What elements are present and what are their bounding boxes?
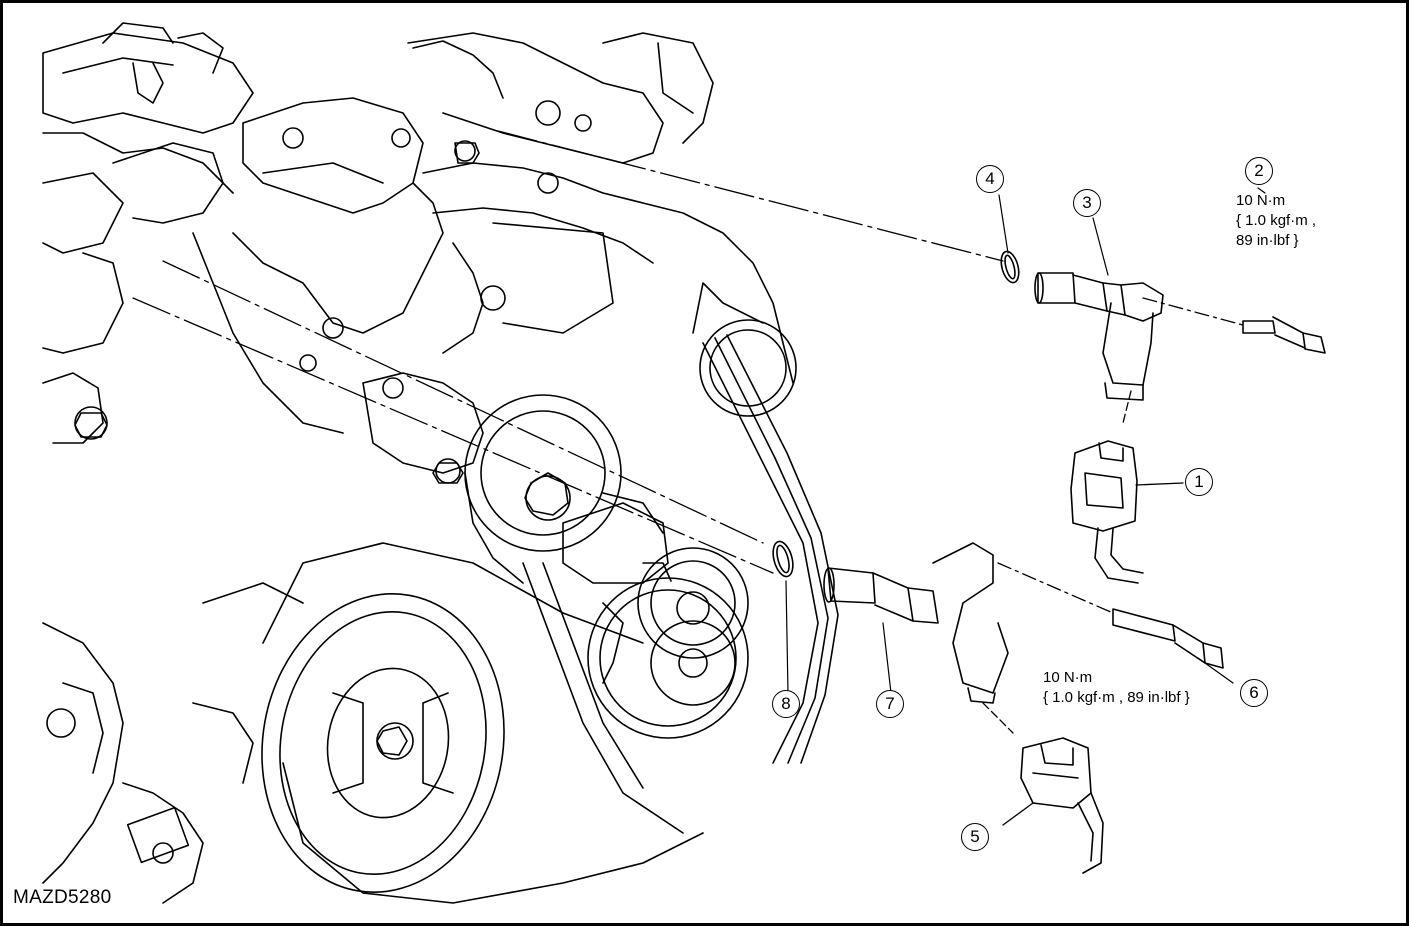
figure-id: MAZD5280 xyxy=(13,887,112,908)
callout-5: 5 xyxy=(961,823,989,851)
callout-8: 8 xyxy=(772,690,800,718)
callout-7: 7 xyxy=(876,690,904,718)
camshaft-sensor-assembly xyxy=(497,130,1326,584)
callout-6: 6 xyxy=(1240,679,1268,707)
callout-3: 3 xyxy=(1073,189,1101,217)
torque-lower-line1: 10 N·m xyxy=(1043,669,1093,686)
torque-spec-upper: 10 N·m { 1.0 kgf·m , 89 in·lbf } xyxy=(1236,191,1316,251)
callout-leaders xyxy=(785,187,1266,694)
torque-upper-line1: 10 N·m xyxy=(1236,192,1286,209)
torque-upper-line3: 89 in·lbf } xyxy=(1236,232,1299,249)
callout-4: 4 xyxy=(976,165,1004,193)
callout-1: 1 xyxy=(1185,468,1213,496)
torque-lower-line2: { 1.0 kgf·m , 89 in·lbf } xyxy=(1043,689,1190,706)
torque-spec-lower: 10 N·m { 1.0 kgf·m , 89 in·lbf } xyxy=(1043,668,1190,708)
crankshaft-sensor-assembly xyxy=(132,260,1224,874)
engine-block-drawing xyxy=(42,22,839,904)
callout-2: 2 xyxy=(1245,157,1273,185)
engine-exploded-view xyxy=(42,22,1326,904)
torque-upper-line2: { 1.0 kgf·m , xyxy=(1236,212,1317,229)
